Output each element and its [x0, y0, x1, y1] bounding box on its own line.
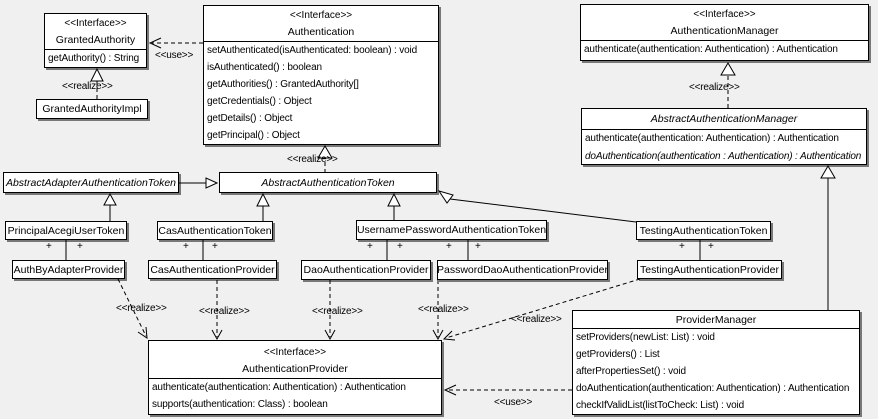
- stereotype-label: <<Interface>>: [64, 18, 127, 29]
- class-principal-acegi-user-token[interactable]: PrincipalAcegiUserToken: [5, 221, 127, 240]
- method-compartment: authenticate(authentication: Authenticat…: [582, 129, 866, 164]
- method: getAuthorities() : GrantedAuthority[]: [207, 79, 359, 90]
- stereotype-label: <<Interface>>: [263, 347, 327, 358]
- class-abstract-authentication-token[interactable]: AbstractAuthenticationToken: [219, 172, 437, 193]
- class-name: AuthByAdapterProvider: [13, 263, 124, 276]
- stereotype-label: <<Interface>>: [693, 9, 756, 20]
- edge-label-realize: <<realize>>: [689, 82, 740, 93]
- association-end-marker: +: [446, 241, 452, 252]
- edge-label-realize: <<realize>>: [511, 314, 562, 325]
- class-header: <<Interface>> Authentication: [204, 6, 438, 41]
- association-end-marker: +: [679, 241, 685, 252]
- class-header: <<Interface>> AuthenticationManager: [581, 5, 868, 40]
- class-name: CasAuthenticationProvider: [150, 263, 275, 276]
- class-name: TestingAuthenticationToken: [639, 224, 768, 237]
- method: authenticate(authentication: Authenticat…: [584, 44, 838, 55]
- edge-label-realize: <<realize>>: [62, 81, 113, 92]
- class-header: <<Interface>> AuthenticationProvider: [149, 341, 441, 378]
- class-cas-authentication-token[interactable]: CasAuthenticationToken: [157, 221, 273, 240]
- association-edges: [65, 240, 701, 260]
- class-header: ProviderManager: [573, 311, 859, 328]
- edge-label-use: <<use>>: [155, 50, 194, 61]
- class-name: TestingAuthenticationProvider: [640, 263, 779, 276]
- edge-label-realize: <<realize>>: [287, 154, 338, 165]
- class-abstract-authentication-manager[interactable]: AbstractAuthenticationManager authentica…: [581, 108, 867, 165]
- edge-label-use: <<use>>: [494, 397, 533, 408]
- method: checkIfValidList(listToCheck: List) : vo…: [576, 400, 745, 411]
- stereotype-label: <<Interface>>: [289, 10, 353, 21]
- method: doAuthentication(authentication: Authent…: [576, 383, 850, 394]
- method: authenticate(authentication: Authenticat…: [585, 133, 839, 144]
- class-header: <<Interface>> GrantedAuthority: [45, 14, 146, 49]
- method: supports(authentication: Class) : boolea…: [152, 399, 328, 410]
- class-header: AbstractAuthenticationManager: [582, 109, 866, 129]
- method: getAuthority() : String: [48, 53, 140, 64]
- method-compartment: getAuthority() : String: [45, 49, 146, 67]
- class-dao-authentication-provider[interactable]: DaoAuthenticationProvider: [301, 260, 431, 280]
- class-name: ProviderManager: [675, 314, 757, 326]
- method-compartment: setProviders(newList: List) : void getPr…: [573, 328, 859, 414]
- class-name: AbstractAuthenticationManager: [650, 113, 798, 125]
- method: getCredentials() : Object: [207, 96, 312, 107]
- class-testing-authentication-provider[interactable]: TestingAuthenticationProvider: [637, 260, 782, 279]
- edge-label-realize: <<realize>>: [116, 303, 167, 314]
- method: authenticate(authentication: Authenticat…: [152, 382, 406, 393]
- class-username-password-authentication-token[interactable]: UsernamePasswordAuthenticationToken: [356, 220, 547, 240]
- edge-label-realize: <<realize>>: [199, 306, 250, 317]
- class-provider-manager[interactable]: ProviderManager setProviders(newList: Li…: [572, 310, 860, 415]
- method-compartment: authenticate(authentication: Authenticat…: [149, 378, 441, 413]
- class-granted-authority-impl[interactable]: GrantedAuthorityImpl: [36, 99, 148, 119]
- class-name: DaoAuthenticationProvider: [303, 264, 429, 276]
- class-cas-authentication-provider[interactable]: CasAuthenticationProvider: [148, 260, 277, 279]
- association-end-marker: +: [367, 241, 373, 252]
- association-end-marker: +: [46, 241, 52, 252]
- method: getPrincipal() : Object: [207, 130, 300, 141]
- class-authentication[interactable]: <<Interface>> Authentication setAuthenti…: [203, 5, 439, 145]
- method-compartment: authenticate(authentication: Authenticat…: [581, 40, 868, 58]
- class-abstract-adapter-authentication-token[interactable]: AbstractAdapterAuthenticationToken: [3, 172, 179, 193]
- class-testing-authentication-token[interactable]: TestingAuthenticationToken: [636, 221, 771, 240]
- class-name: UsernamePasswordAuthenticationToken: [356, 224, 547, 236]
- class-name: Authentication: [287, 26, 355, 38]
- association-end-marker: +: [183, 241, 189, 252]
- class-name: PrincipalAcegiUserToken: [7, 224, 125, 237]
- class-name: GrantedAuthority: [55, 34, 136, 46]
- association-end-marker: +: [77, 241, 83, 252]
- class-name: AbstractAdapterAuthenticationToken: [5, 176, 177, 189]
- class-password-dao-authentication-provider[interactable]: PasswordDaoAuthenticationProvider: [437, 260, 608, 280]
- method: getDetails() : Object: [207, 113, 293, 124]
- association-end-marker: +: [475, 241, 481, 252]
- class-name: GrantedAuthorityImpl: [42, 103, 142, 115]
- association-end-marker: +: [212, 241, 218, 252]
- class-name: CasAuthenticationToken: [158, 224, 272, 237]
- method: setProviders(newList: List) : void: [576, 332, 715, 343]
- class-granted-authority[interactable]: <<Interface>> GrantedAuthority getAuthor…: [44, 13, 147, 68]
- association-end-marker: +: [708, 241, 714, 252]
- edge-label-realize: <<realize>>: [418, 304, 469, 315]
- class-name: PasswordDaoAuthenticationProvider: [437, 264, 608, 276]
- association-end-marker: +: [397, 241, 403, 252]
- class-name: AbstractAuthenticationToken: [261, 176, 395, 189]
- method: isAuthenticated() : boolean: [207, 62, 322, 73]
- method: setAuthenticated(isAuthenticated: boolea…: [207, 45, 418, 56]
- method: doAuthentication(authentication : Authen…: [585, 151, 862, 162]
- class-name: AuthenticationManager: [670, 25, 779, 37]
- class-auth-by-adapter-provider[interactable]: AuthByAdapterProvider: [12, 260, 125, 279]
- method: getProviders() : List: [576, 349, 660, 360]
- class-authentication-manager[interactable]: <<Interface>> AuthenticationManager auth…: [580, 4, 869, 61]
- class-authentication-provider[interactable]: <<Interface>> AuthenticationProvider aut…: [148, 340, 442, 415]
- edge-label-realize: <<realize>>: [312, 306, 363, 317]
- method-compartment: setAuthenticated(isAuthenticated: boolea…: [204, 41, 438, 144]
- class-name: AuthenticationProvider: [242, 363, 348, 375]
- method: afterPropertiesSet() : void: [576, 366, 686, 377]
